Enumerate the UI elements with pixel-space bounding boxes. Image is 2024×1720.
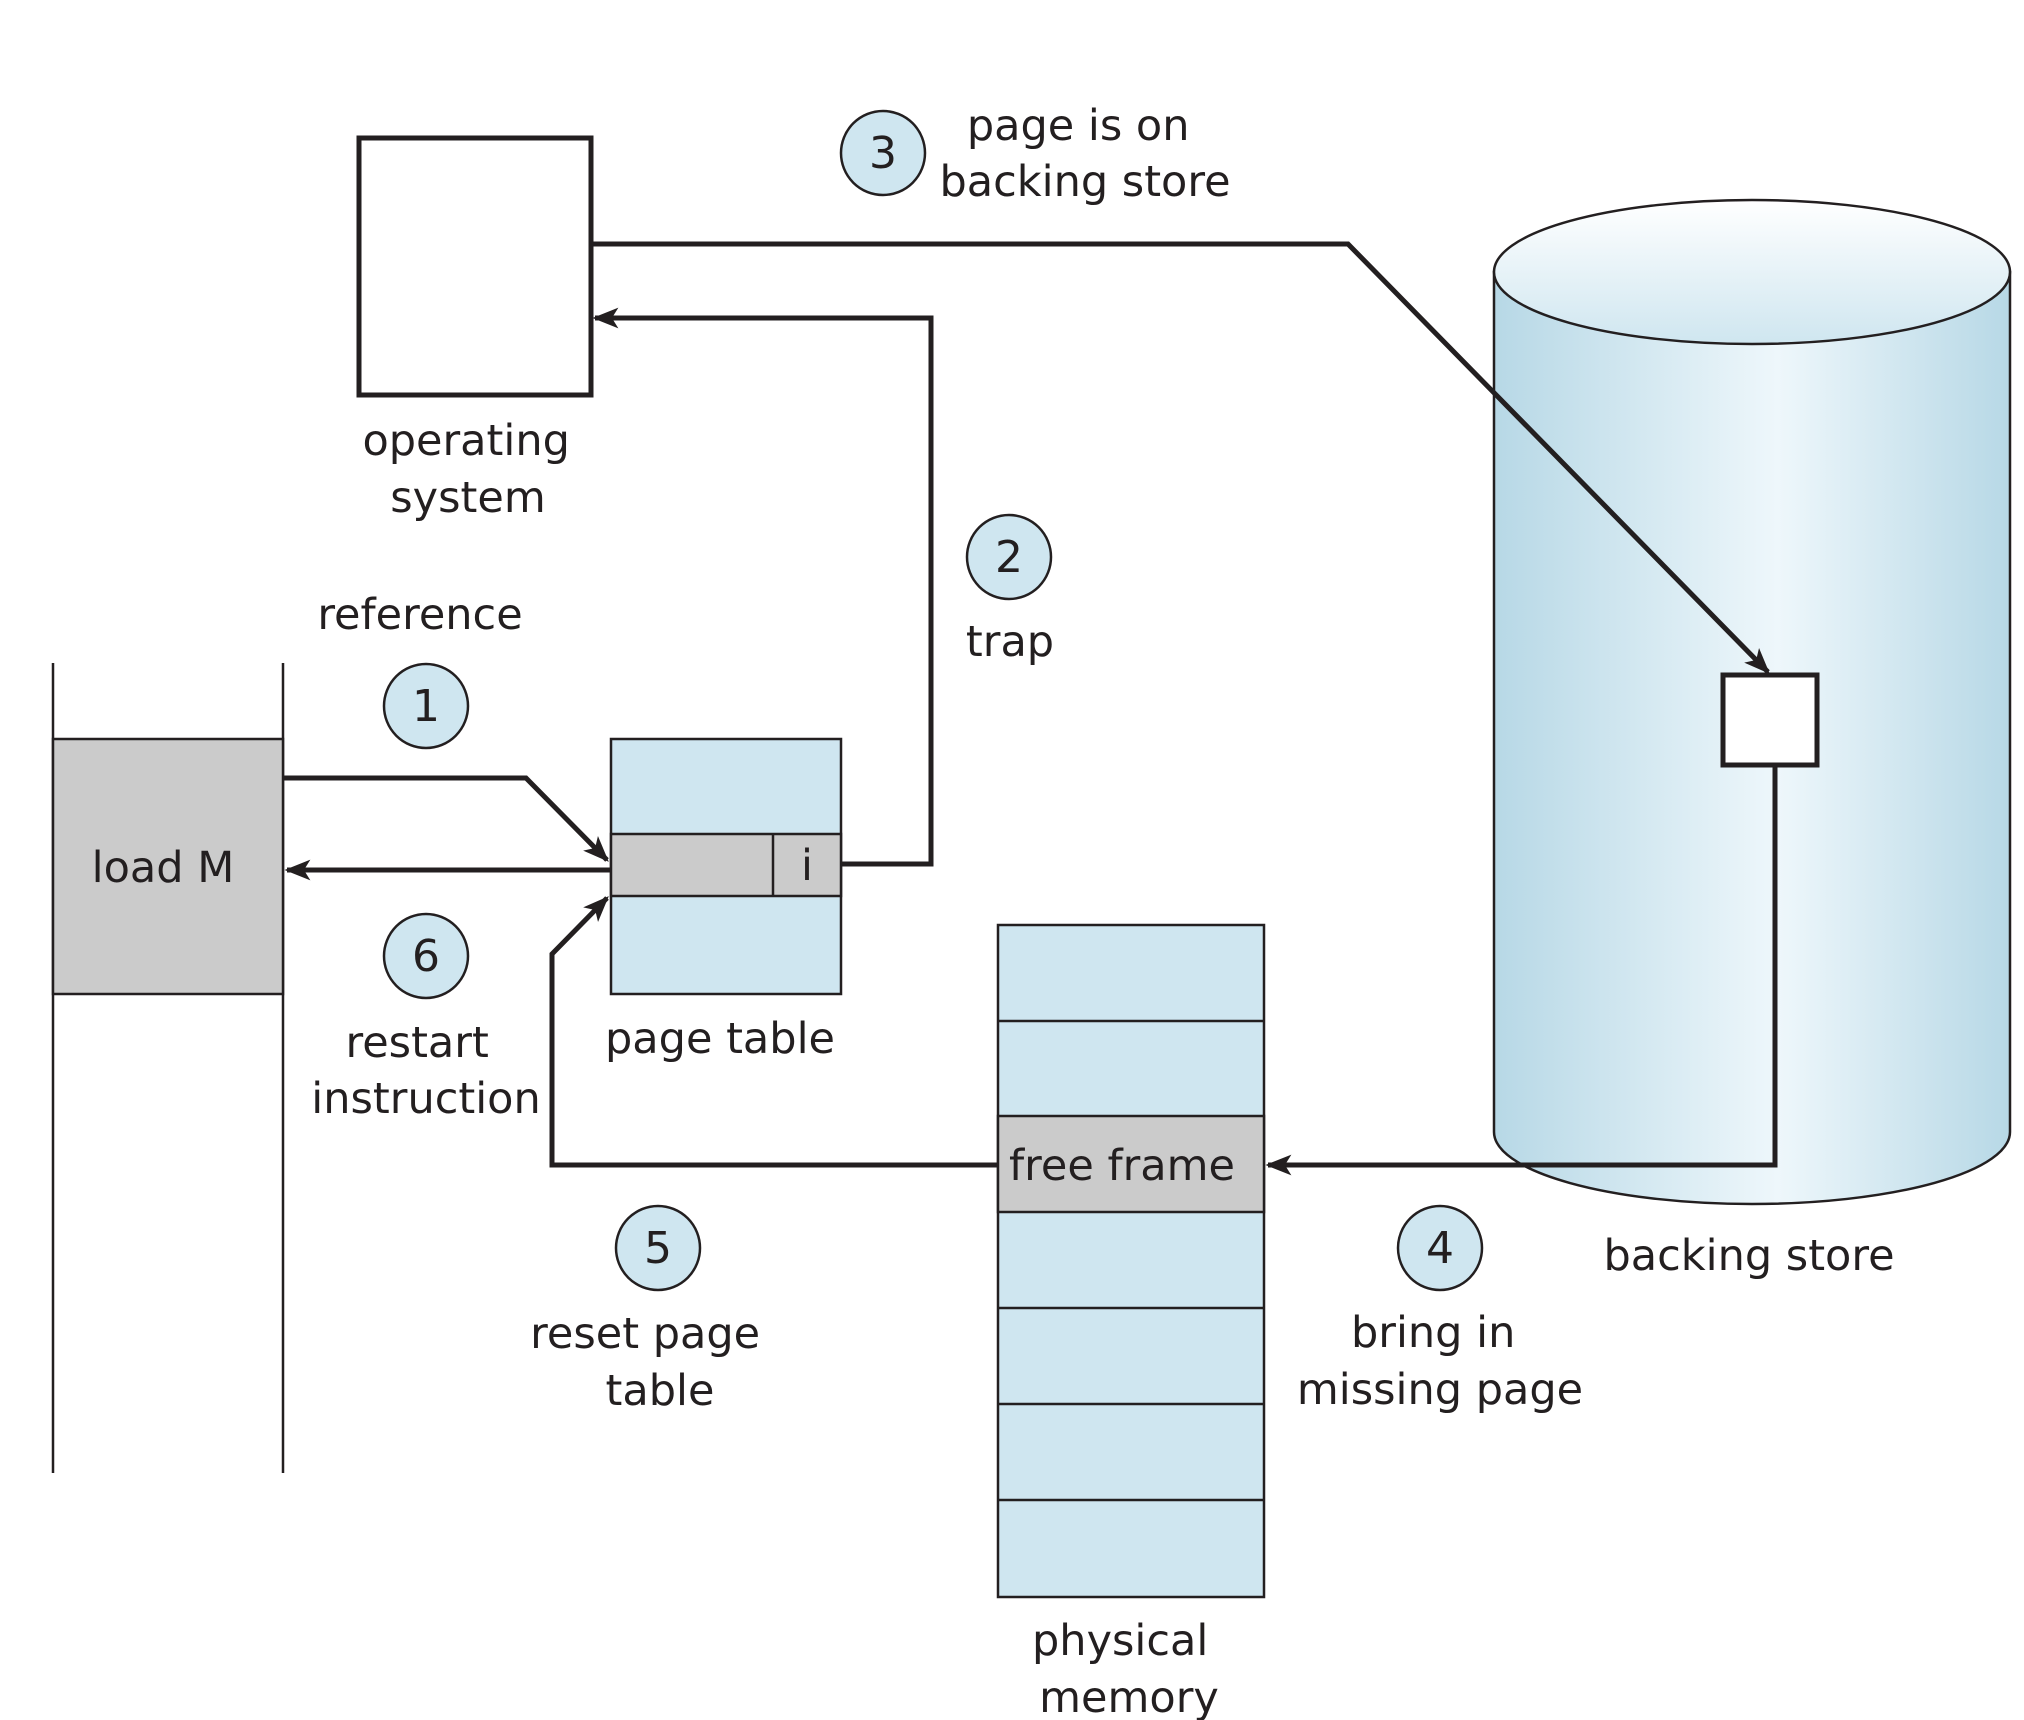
step-6-number: 6 [412,931,440,982]
bring-in-label: bring in missing page [1297,1308,1583,1415]
load-instruction-box [51,737,285,996]
free-frame-label: free frame [1009,1141,1235,1191]
step-4-badge [1396,1204,1484,1292]
step-2-badge [965,513,1053,601]
step-5-number: 5 [644,1223,672,1274]
step-3-badge [839,109,927,197]
physical-memory [996,923,1266,1599]
operating-system-label: operating system [362,416,583,523]
reference-label: reference [317,590,522,640]
step-1-badge [382,662,470,750]
step-2-number: 2 [995,532,1023,583]
reset-page-table-arrow [549,896,998,1168]
step-6-badge [382,912,470,1000]
page-table-label: page table [605,1014,835,1064]
step-4-number: 4 [1426,1223,1454,1274]
invalid-bit: i [801,841,813,891]
bring-in-arrow [1265,765,1778,1176]
operating-system-box [356,135,594,398]
physical-memory-label: physical memory [1032,1616,1222,1720]
reference-arrow [283,775,609,862]
reset-page-table-label: reset page table [530,1309,774,1416]
step-5-badge [614,1204,702,1292]
step-1-number: 1 [412,681,440,732]
trap-arrow [592,307,934,867]
backing-store-label: backing store [1603,1231,1894,1281]
page-lookup-arrow [591,241,1770,674]
page-table-entry [609,832,843,898]
page-on-backing-store-label: page is on backing store [939,101,1230,207]
step-3-number: 3 [869,128,897,179]
load-instruction-label: load M [92,843,235,893]
page-table [609,737,843,996]
backing-store-page [1720,672,1820,768]
trap-label: trap [966,617,1054,667]
restart-instruction-label: restart instruction [311,1018,540,1124]
